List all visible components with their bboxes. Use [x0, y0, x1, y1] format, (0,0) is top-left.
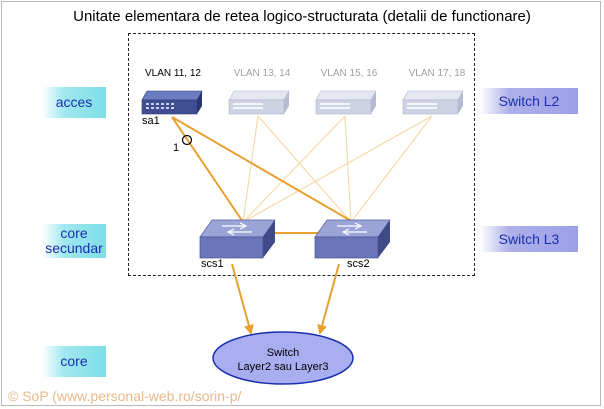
link-sa2-scs2 [257, 115, 352, 223]
active-links [171, 116, 354, 234]
core-switch-scs1 [199, 219, 276, 259]
device-label-scs1: scs1 [201, 258, 224, 270]
layer-acces-text: acces [55, 94, 93, 110]
layer-label-acces: acces [42, 87, 106, 118]
vlan-label-1: VLAN 11, 12 [145, 68, 201, 79]
switch-l3-text: Switch L3 [498, 231, 560, 247]
access-switch-sa1 [141, 90, 203, 115]
switch-l2-text: Switch L2 [498, 93, 560, 109]
vlan-label-3: VLAN 15, 16 [320, 68, 378, 79]
port-marker-label: 1 [173, 142, 180, 154]
switch-type-l2: Switch L2 [480, 88, 578, 114]
core-switch-label-line1: Switch [266, 347, 300, 359]
uplink-scs1-core [231, 263, 254, 335]
device-label-sa1: sa1 [142, 115, 160, 127]
core-switch-ellipse [212, 331, 354, 385]
copyright-notice: © SoP (www.personal-web.ro/sorin-p/ [8, 388, 242, 404]
link-sa2-scs1 [242, 115, 259, 223]
link-sa4-scs2 [350, 115, 433, 223]
port-marker-circle [181, 134, 193, 146]
inactive-links [242, 115, 433, 223]
link-sa1-scs1 [171, 116, 244, 223]
device-label-scs2: scs2 [347, 258, 370, 270]
vlan-label-2: VLAN 13, 14 [233, 68, 291, 79]
access-switch-4 [402, 90, 464, 115]
link-sa4-scs1 [242, 115, 433, 223]
page-title: Unitate elementara de retea logico-struc… [73, 8, 531, 25]
layer-label-core: core [42, 346, 106, 377]
layer-core-text: core [60, 353, 88, 369]
link-sa1-scs2 [171, 116, 354, 223]
layer-core-secundar-line2: secundar [45, 240, 103, 256]
layer-core-secundar-line1: core [60, 225, 88, 241]
core-switch-label: Switch Layer2 sau Layer3 [212, 346, 354, 374]
core-switch-label-line2: Layer2 sau Layer3 [237, 361, 329, 373]
uplink-scs2-core [317, 263, 340, 335]
access-switch-3 [315, 90, 377, 115]
layer-label-core-secundar: core secundar [42, 224, 106, 258]
switch-type-l3: Switch L3 [480, 226, 578, 252]
access-switch-2 [228, 90, 290, 115]
vlan-label-4: VLAN 17, 18 [408, 68, 466, 79]
link-sa3-scs1 [242, 115, 346, 223]
core-switch-scs2 [314, 219, 391, 259]
link-sa3-scs2 [344, 115, 352, 223]
network-unit-boundary [128, 33, 475, 276]
